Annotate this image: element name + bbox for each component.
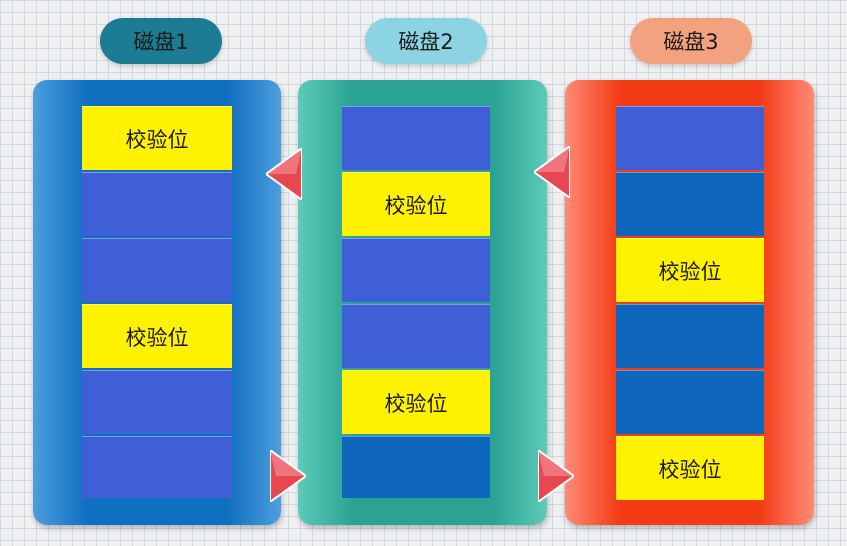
data-block [616,106,764,170]
arrow-disk2-to-disk3 [538,450,574,502]
data-block [82,370,232,434]
data-block [342,304,490,368]
data-block [82,172,232,236]
data-block [616,304,764,368]
parity-block: 校验位 [342,172,490,236]
data-block [342,106,490,170]
parity-block: 校验位 [342,370,490,434]
data-block [342,436,490,498]
disk1-label: 磁盘1 [100,18,222,64]
data-block [82,238,232,302]
arrow-disk3-to-disk2 [534,146,570,198]
parity-block: 校验位 [616,238,764,302]
arrow-disk2-to-disk1 [266,148,302,200]
arrow-disk1-to-disk2 [270,450,306,502]
data-block [616,172,764,236]
data-block [82,436,232,498]
parity-block: 校验位 [82,304,232,368]
data-block [342,238,490,302]
disk3-label: 磁盘3 [630,18,752,64]
disk2-label: 磁盘2 [365,18,487,64]
data-block [616,370,764,434]
parity-block: 校验位 [82,106,232,170]
parity-block: 校验位 [616,436,764,500]
